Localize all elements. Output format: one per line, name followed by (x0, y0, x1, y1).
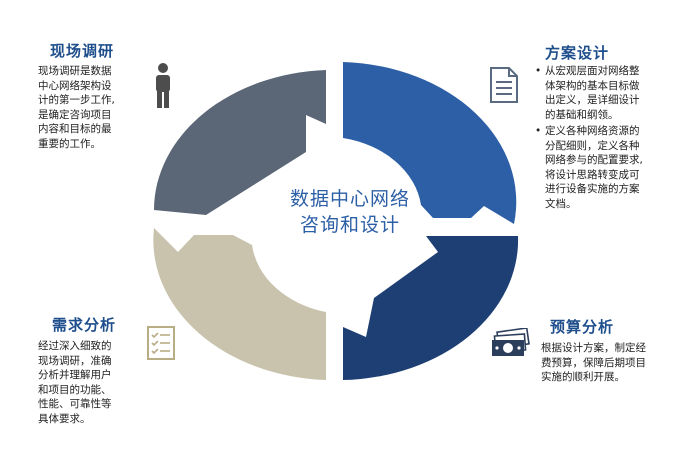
ring-segment-plan (343, 62, 517, 224)
plan-line: 定义各种网络资源的 (545, 125, 640, 137)
plan-line: 分配细则，定义各种 (545, 139, 640, 152)
plan-line: 体架构的基本目标做 (545, 79, 640, 92)
research-line: 中心网络架构设 (38, 79, 112, 92)
checklist-icon (147, 326, 175, 360)
research-line: 现场调研是数据 (38, 65, 112, 77)
money-icon (492, 328, 530, 356)
plan-title: 方案设计 (545, 44, 610, 62)
needs-line: 具体要求。 (38, 412, 91, 425)
person-icon (156, 63, 170, 108)
document-icon (490, 67, 518, 103)
budget-title: 预算分析 (550, 318, 615, 336)
budget-text: 根据设计方案，制定经 费预算，保障后期项目 实施的顺利开展。 (541, 341, 686, 385)
center-title-line2: 咨询和设计 (299, 214, 400, 236)
plan-line: 出定义，是详细设计 (545, 94, 640, 106)
ring-segment-needs (153, 228, 326, 380)
plan-line: 的基础和纲领。 (545, 108, 619, 121)
research-line: 是确定咨询项目 (38, 108, 112, 121)
needs-text: 经过深入细致的 现场调研，准确 分析并理解用户 和项目的功能、 性能、可靠性等 … (38, 339, 148, 426)
needs-line: 和项目的功能、 (38, 383, 112, 396)
budget-line: 费预算，保障后期项目 (541, 356, 646, 369)
plan-line: 网络参与的配置要求, (545, 154, 643, 166)
needs-line: 性能、可靠性等 (38, 398, 112, 410)
plan-line: 进行设备实施的方案 (545, 183, 640, 195)
research-text: 现场调研是数据 中心网络架构设 计的第一步工作, 是确定咨询项目 内容和目标的最… (38, 64, 148, 151)
research-title: 现场调研 (50, 42, 115, 60)
plan-line: 文档。 (545, 197, 577, 210)
center-title: 数据中心网络 咨询和设计 (250, 186, 450, 238)
ring-segment-budget (343, 236, 519, 380)
plan-line: 从宏观层面对网络整 (545, 65, 640, 77)
needs-line: 现场调研，准确 (38, 354, 112, 367)
budget-line: 实施的顺利开展。 (541, 371, 625, 383)
ring-segment-research (153, 70, 326, 215)
needs-line: 分析并理解用户 (38, 369, 112, 381)
research-line: 计的第一步工作, (38, 94, 115, 106)
research-line: 内容和目标的最 (38, 123, 112, 135)
plan-bullet: 从宏观层面对网络整 体架构的基本目标做 出定义，是详细设计 的基础和纲领。 (535, 64, 680, 122)
plan-line: 将设计思路转变成可 (545, 168, 640, 181)
needs-line: 经过深入细致的 (38, 340, 112, 352)
research-line: 重要的工作。 (38, 137, 101, 150)
plan-text: 从宏观层面对网络整 体架构的基本目标做 出定义，是详细设计 的基础和纲领。 定义… (535, 64, 680, 213)
budget-line: 根据设计方案，制定经 (541, 342, 646, 354)
needs-title: 需求分析 (52, 316, 117, 334)
center-title-line1: 数据中心网络 (289, 188, 410, 210)
plan-bullet: 定义各种网络资源的 分配细则，定义各种 网络参与的配置要求, 将设计思路转变成可… (535, 124, 680, 211)
